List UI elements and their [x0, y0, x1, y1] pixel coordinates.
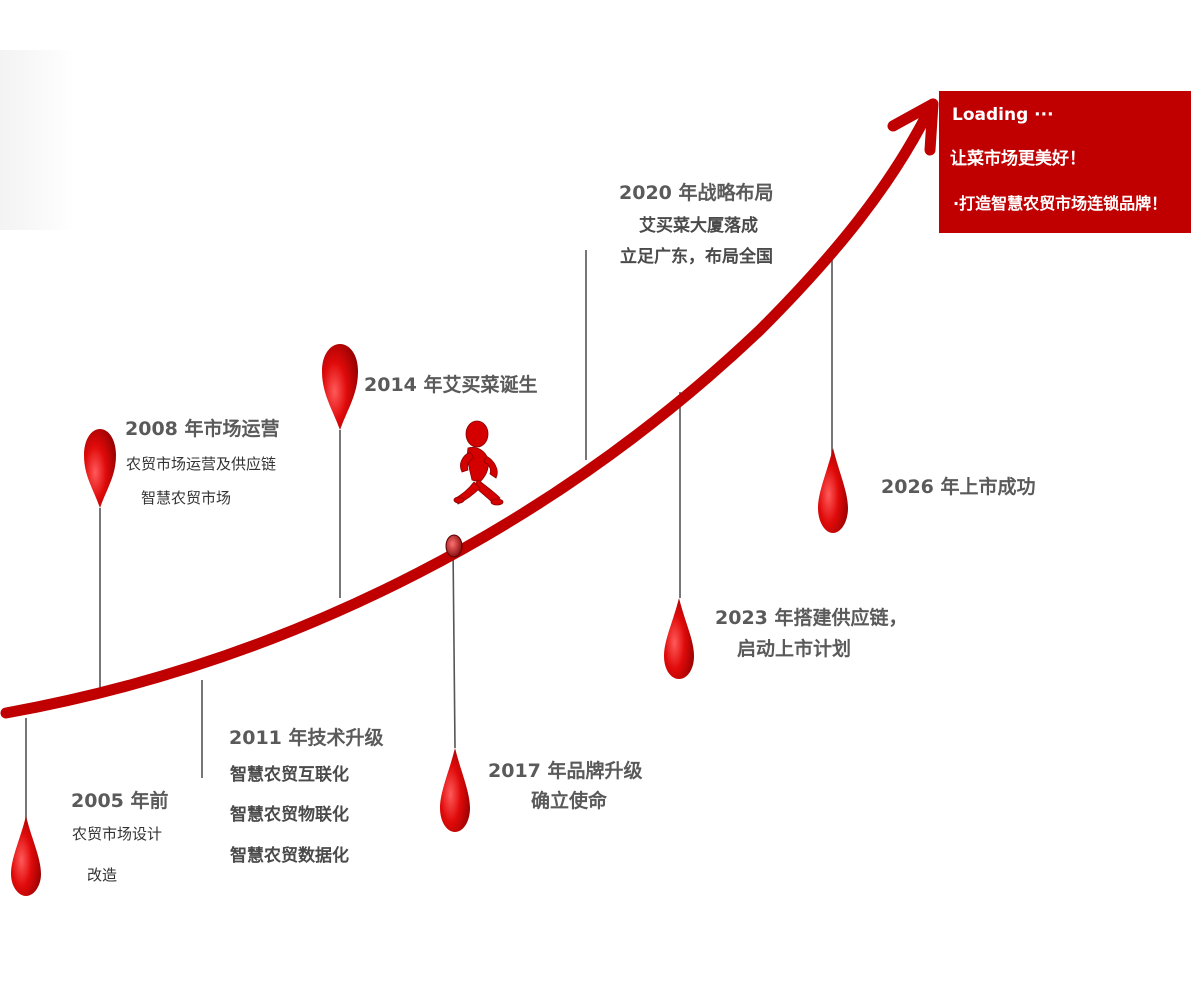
- milestone-2026-title: 2026 年上市成功: [881, 476, 1036, 498]
- slogan-text: 让菜市场更美好！: [950, 149, 1086, 169]
- map-pin-icon: [84, 344, 358, 508]
- milestone-2008-line-2: 智慧农贸市场: [141, 489, 232, 507]
- drop-2017: [440, 748, 470, 832]
- stem-2017: [452, 544, 456, 749]
- milestone-2017-title: 2017 年品牌升级: [488, 760, 643, 782]
- milestone-2020-title: 2020 年战略布局: [619, 182, 774, 204]
- milestone-2011-line-1: 智慧农贸互联化: [230, 765, 349, 785]
- arrow-head-icon: [887, 98, 939, 156]
- milestone-2017-line-1: 确立使命: [531, 790, 608, 812]
- loading-text: Loading ···: [952, 105, 1054, 125]
- curve-node: [445, 534, 463, 558]
- milestone-2011-line-3: 智慧农贸数据化: [230, 846, 349, 866]
- drop-2026: [818, 448, 848, 533]
- pin-2014: [322, 344, 358, 430]
- brand-goal-text: ·打造智慧农贸市场连锁品牌！: [953, 194, 1168, 213]
- pin-2008: [84, 429, 116, 508]
- milestone-2008-title: 2008 年市场运营: [125, 418, 280, 440]
- drop-2005: [11, 816, 41, 896]
- milestone-2005-line-1: 农贸市场设计: [72, 825, 163, 843]
- milestone-2011-title: 2011 年技术升级: [229, 727, 384, 749]
- milestone-2005-title: 2005 年前: [71, 790, 169, 812]
- milestone-2014-title: 2014 年艾买菜诞生: [364, 374, 538, 396]
- milestone-2023-line-1: 启动上市计划: [737, 638, 852, 660]
- loading-banner: Loading ··· 让菜市场更美好！ ·打造智慧农贸市场连锁品牌！: [939, 91, 1191, 233]
- growth-curve: [0, 112, 931, 719]
- stems: [25, 248, 833, 832]
- milestone-2011-line-2: 智慧农贸物联化: [230, 805, 349, 825]
- milestone-2020-line-1: 艾买菜大厦落成: [639, 216, 758, 236]
- milestone-2005-line-2: 改造: [87, 866, 118, 884]
- milestone-2023-title: 2023 年搭建供应链，: [715, 607, 908, 629]
- watermark-gradient: [0, 50, 75, 230]
- drop-2023: [664, 598, 694, 679]
- running-man-icon: [453, 420, 504, 506]
- milestone-2020-line-2: 立足广东，布局全国: [620, 247, 773, 267]
- milestone-2008-line-1: 农贸市场运营及供应链: [126, 455, 277, 473]
- drop-pin-icon: [11, 448, 848, 896]
